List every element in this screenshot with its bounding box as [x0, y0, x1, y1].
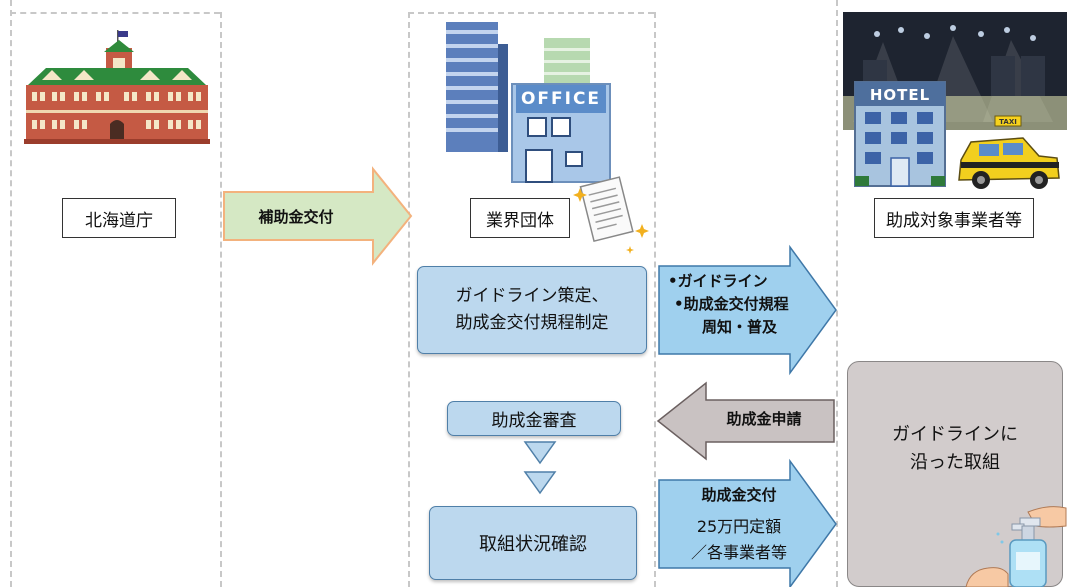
payment-amount: 25万円定額 — [696, 517, 782, 536]
hand-sanitizer-illustration — [965, 506, 1067, 587]
application-arrow — [656, 381, 835, 461]
guideline-formulation-line1: ガイドライン策定、 — [455, 286, 609, 306]
column-divider — [408, 12, 410, 587]
office-building-illustration — [446, 22, 611, 183]
payment-per-business: ／各事業者等 — [690, 543, 787, 562]
actor-businesses: 助成対象事業者等 — [874, 198, 1034, 238]
flow-down-triangle — [523, 441, 557, 465]
guideline-formulation-line2: 助成金交付規程制定 — [455, 313, 609, 333]
office-sign: OFFICE — [520, 89, 602, 109]
subsidy-grant-label: 補助金交付 — [258, 207, 334, 226]
guideline-dissemination-label: •ガイドライン •助成金交付規程 周知・普及 — [666, 270, 816, 339]
government-building-illustration — [24, 30, 210, 144]
column-divider — [408, 12, 654, 14]
column-divider — [10, 12, 220, 14]
hotel-taxi-illustration — [843, 12, 1067, 189]
compliance-box: ガイドラインに 沿った取組 — [847, 361, 1063, 587]
hotel-sign: HOTEL — [869, 86, 931, 104]
guideline-dissemination-arrow — [658, 244, 837, 376]
status-confirmation-box: 取組状況確認 — [429, 506, 637, 580]
column-divider — [836, 0, 838, 587]
guideline-item: •ガイドライン — [668, 272, 768, 290]
flow-down-triangle — [523, 471, 557, 495]
compliance-line2: 沿った取組 — [910, 452, 1000, 473]
document-icon — [573, 176, 649, 254]
column-divider — [10, 0, 12, 587]
compliance-line1: ガイドラインに — [892, 424, 1018, 445]
regulation-item: •助成金交付規程 — [674, 295, 789, 313]
actor-hokkaido: 北海道庁 — [62, 198, 176, 238]
payment-title: 助成金交付 — [701, 486, 777, 504]
guideline-formulation-box: ガイドライン策定、 助成金交付規程制定 — [417, 266, 647, 354]
subsidy-grant-arrow — [223, 166, 413, 266]
dissemination-text: 周知・普及 — [702, 318, 778, 336]
actor-industry: 業界団体 — [470, 198, 570, 238]
taxi-sign: TAXI — [999, 118, 1017, 126]
payment-label: 助成金交付 25万円定額 ／各事業者等 — [664, 482, 814, 566]
application-label: 助成金申請 — [726, 409, 802, 428]
column-divider — [654, 12, 656, 587]
review-box: 助成金審査 — [447, 401, 621, 436]
payment-arrow — [658, 458, 837, 587]
column-divider — [220, 12, 222, 587]
